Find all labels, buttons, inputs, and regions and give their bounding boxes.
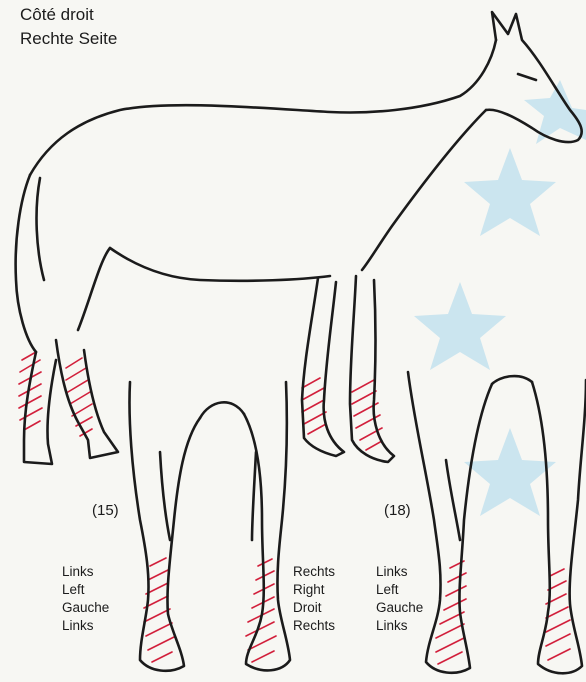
label-de: Links: [376, 563, 423, 581]
label-nl: Rechts: [293, 617, 335, 635]
star-icon: [464, 428, 556, 516]
star-icon: [524, 80, 586, 144]
left-side-labels: Links Left Gauche Links: [376, 563, 423, 635]
label-de: Links: [62, 563, 109, 581]
right-side-labels: Rechts Right Droit Rechts: [293, 563, 335, 635]
figure-number: (18): [384, 502, 411, 520]
left-side-labels: Links Left Gauche Links: [62, 563, 109, 635]
label-nl: Links: [62, 617, 109, 635]
horse-rear-view: [129, 382, 290, 671]
label-en: Left: [376, 581, 423, 599]
horse-side-view: [16, 12, 582, 464]
horse-front-view: [408, 372, 586, 673]
label-en: Left: [62, 581, 109, 599]
figure-number: (15): [92, 502, 119, 520]
background-stars: [414, 80, 586, 516]
label-de: Rechts: [293, 563, 335, 581]
label-fr: Gauche: [376, 599, 423, 617]
label-en: Right: [293, 581, 335, 599]
label-fr: Gauche: [62, 599, 109, 617]
star-icon: [464, 148, 556, 236]
star-icon: [414, 282, 506, 370]
side-label-fr: Côté droit: [20, 4, 94, 26]
label-nl: Links: [376, 617, 423, 635]
side-label-de: Rechte Seite: [20, 28, 117, 50]
label-fr: Droit: [293, 599, 335, 617]
